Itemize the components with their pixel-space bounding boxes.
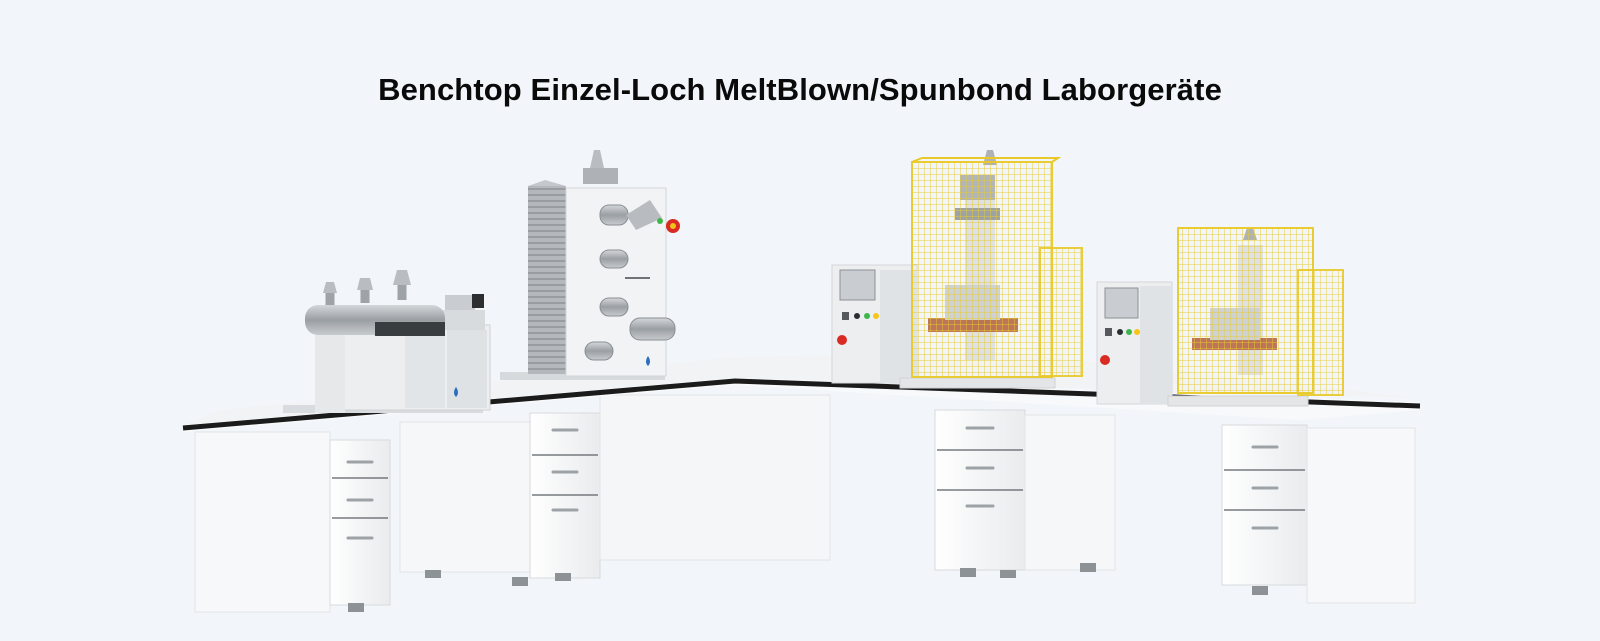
emergency-stop-icon (666, 219, 680, 233)
emergency-stop-icon (1100, 355, 1110, 365)
control-cabinet-2 (1096, 281, 1173, 405)
emergency-stop-icon (837, 335, 847, 345)
safety-cage-unit-1 (899, 150, 1083, 389)
touch-screen-icon (1104, 287, 1139, 319)
extruder-machine (283, 270, 491, 413)
spunbond-tower-machine (500, 150, 680, 380)
touch-screen-icon (839, 269, 876, 301)
control-cabinet-1 (831, 264, 918, 384)
page-title: Benchtop Einzel-Loch MeltBlown/Spunbond … (378, 72, 1222, 107)
bench-cabinets (194, 394, 1416, 613)
safety-cage-unit-2 (1167, 227, 1344, 407)
company-logo-icon (454, 387, 458, 397)
